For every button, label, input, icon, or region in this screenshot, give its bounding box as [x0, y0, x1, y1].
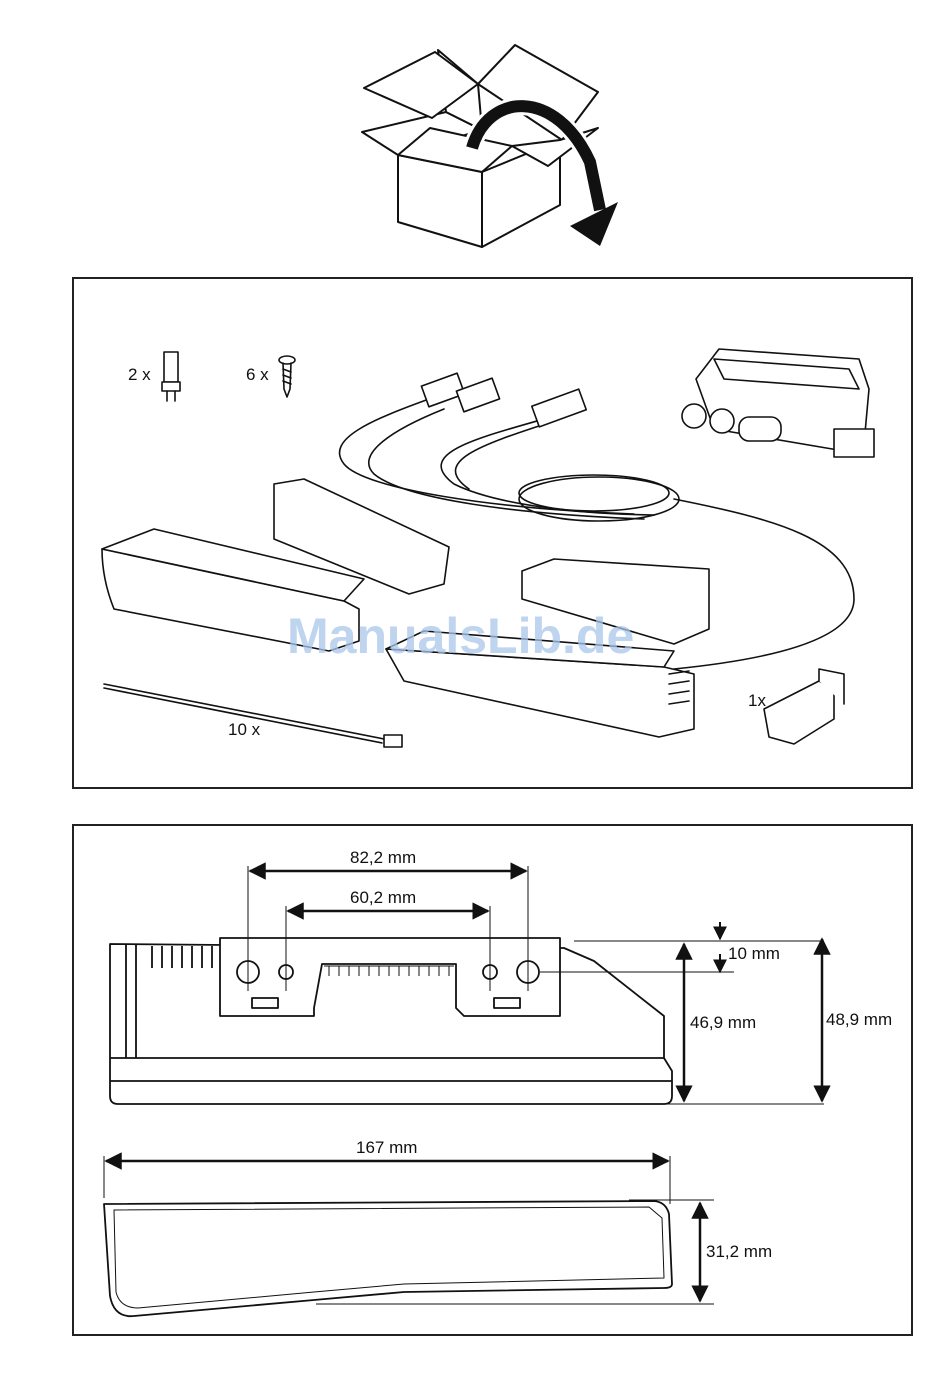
dimension-drawing — [74, 826, 915, 1338]
lens-height-label: 31,2 mm — [706, 1242, 772, 1262]
dimensions-panel: 82,2 mm 60,2 mm 10 mm 46,9 mm 48,9 mm 16… — [72, 824, 913, 1336]
hole-offset-label: 10 mm — [728, 944, 780, 964]
bulb-icon — [162, 352, 180, 401]
contents-drawing — [74, 279, 915, 791]
bulb-quantity: 2 x — [128, 365, 151, 385]
lamp-front-view — [110, 938, 672, 1104]
open-box-icon — [0, 0, 950, 270]
contents-panel: 2 x 6 x 10 x 1x ManualsLib.de — [72, 277, 913, 789]
watermark: ManualsLib.de — [287, 607, 634, 665]
cable-tie-quantity: 10 x — [228, 720, 260, 740]
screw-quantity: 6 x — [246, 365, 269, 385]
total-height-label: 48,9 mm — [826, 1010, 892, 1030]
screw-icon — [279, 356, 295, 397]
length-label: 167 mm — [356, 1138, 417, 1158]
clip-icon — [764, 669, 844, 744]
outer-hole-spacing-label: 82,2 mm — [350, 848, 416, 868]
lens-side-view — [104, 1201, 672, 1316]
clip-quantity: 1x — [748, 691, 766, 711]
bracket-height-label: 46,9 mm — [690, 1013, 756, 1033]
splitter-icon — [682, 349, 874, 457]
inner-hole-spacing-label: 60,2 mm — [350, 888, 416, 908]
